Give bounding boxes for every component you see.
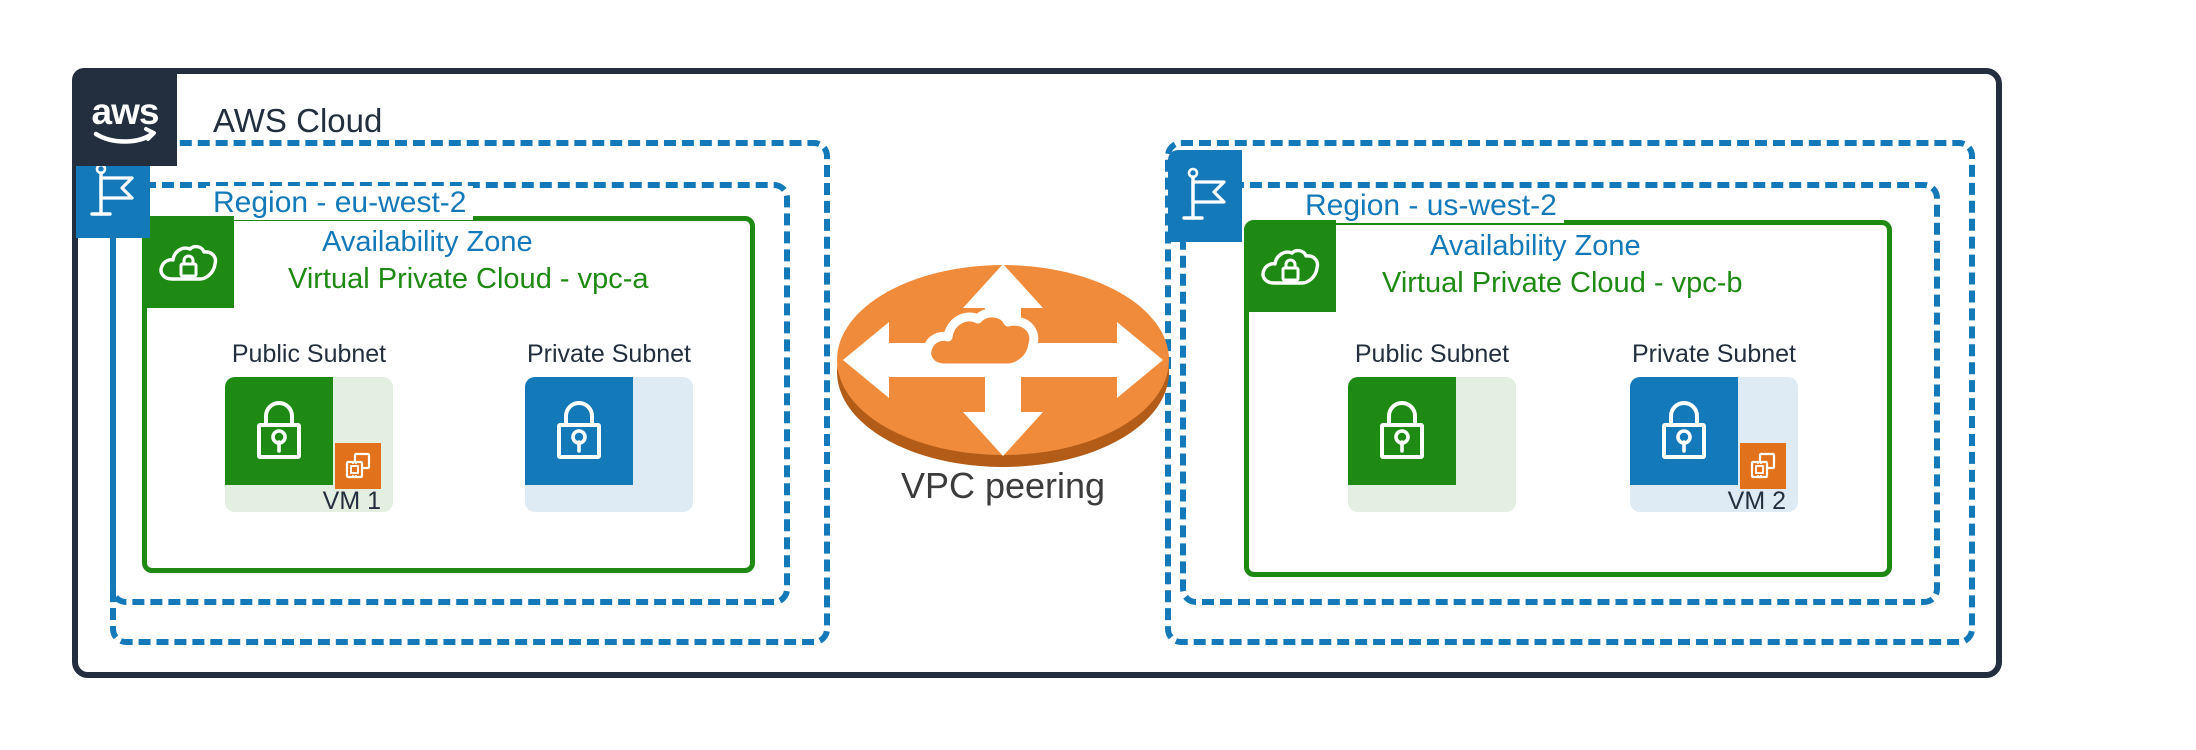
subnet-lock-badge: [1630, 377, 1738, 485]
vpc-label-right: Virtual Private Cloud - vpc-b: [1382, 267, 1743, 299]
vpc-peering-label: VPC peering: [900, 465, 1106, 506]
region-outer-boundary-right: [1165, 140, 1975, 645]
region-flag-icon: [90, 163, 134, 216]
region-label-left: Region - eu-west-2: [206, 186, 474, 220]
subnet-title: Public Subnet: [231, 340, 387, 368]
svg-text:aws: aws: [91, 91, 158, 132]
lock-icon: [257, 401, 301, 459]
aws-logo-icon: aws: [91, 91, 159, 144]
subnet-card: VM 2: [1630, 377, 1798, 515]
region-inner-boundary-left: [110, 182, 790, 605]
subnet-card: VM 1: [225, 377, 393, 515]
region-label-right: Region - us-west-2: [1298, 189, 1564, 223]
availability-zone-label-right: Availability Zone: [1430, 230, 1641, 262]
subnet-lock-badge: [525, 377, 633, 485]
subnet-lock-badge: [225, 377, 333, 485]
region-flag-badge-right: [1168, 150, 1242, 242]
lock-icon: [1380, 401, 1424, 459]
subnet-card: [525, 377, 693, 512]
vpc-cloud-lock-icon: [1261, 248, 1320, 285]
vpc-cloud-lock-icon: [159, 244, 218, 281]
subnet-left-public: Public Subnet VM 1: [225, 340, 393, 515]
vpc-cloud-badge-left: [142, 216, 234, 308]
vpc-peering-node: [833, 250, 1173, 480]
vpc-label-left: Virtual Private Cloud - vpc-a: [288, 263, 649, 295]
region-inner-boundary-right: [1180, 182, 1940, 605]
aws-logo-badge: aws: [72, 68, 177, 166]
availability-zone-label-left: Availability Zone: [322, 226, 533, 258]
subnet-right-public: Public Subnet: [1348, 340, 1516, 512]
subnet-right-private: Private Subnet VM 2: [1630, 340, 1798, 515]
vpc-peering-icon: [837, 264, 1169, 467]
subnet-left-private: Private Subnet: [525, 340, 693, 512]
ec2-instance-badge: [1740, 443, 1786, 489]
lock-icon: [557, 401, 601, 459]
subnet-lock-badge: [1348, 377, 1456, 485]
ec2-instance-icon: [1750, 452, 1776, 479]
subnet-title: Private Subnet: [527, 340, 691, 368]
subnet-card: [1348, 377, 1516, 512]
ec2-instance-badge: [335, 443, 381, 489]
vm-label: VM 2: [1727, 487, 1786, 515]
lock-icon: [1662, 401, 1706, 459]
subnet-title: Public Subnet: [1354, 340, 1510, 368]
aws-cloud-label: AWS Cloud: [205, 102, 391, 140]
vpc-cloud-badge-right: [1244, 220, 1336, 312]
region-flag-icon: [1182, 167, 1226, 220]
subnet-title: Private Subnet: [1632, 340, 1796, 368]
vm-label: VM 1: [322, 487, 381, 515]
ec2-instance-icon: [345, 452, 371, 479]
